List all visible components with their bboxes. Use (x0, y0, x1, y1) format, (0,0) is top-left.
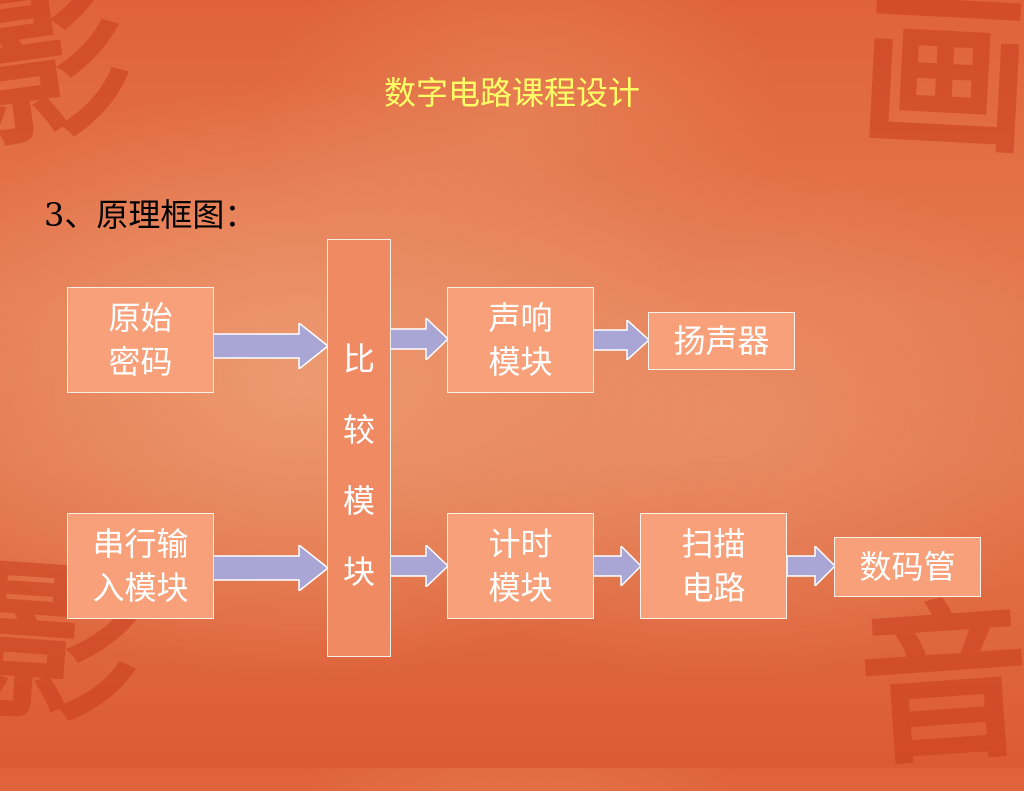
slide-title: 数字电路课程设计 (383, 74, 640, 112)
digit-tube-box: 数码管 (834, 537, 981, 597)
speaker-box: 扬声器 (648, 312, 795, 370)
arrow-compare-to-timer (390, 545, 448, 587)
arrow-timer-to-scan (593, 546, 641, 586)
arrow-password-to-compare (213, 323, 328, 369)
slide-subtitle: 3、原理框图： (44, 196, 257, 234)
arrow-sound-to-speaker (593, 320, 649, 360)
arrow-scan-to-digit-tube (787, 546, 835, 586)
arrow-serial-to-compare (213, 545, 328, 591)
serial-input-box: 串行输 入模块 (67, 513, 214, 619)
sound-module-box: 声响 模块 (447, 287, 594, 393)
timer-module-box: 计时 模块 (447, 513, 594, 619)
decorative-seal-bottom-right: 音 (853, 579, 1024, 791)
original-password-box: 原始 密码 (67, 287, 214, 393)
scan-circuit-box: 扫描 电路 (640, 513, 787, 619)
compare-module-box: 比 较 模 块 (327, 239, 391, 657)
arrow-compare-to-sound (390, 318, 448, 360)
